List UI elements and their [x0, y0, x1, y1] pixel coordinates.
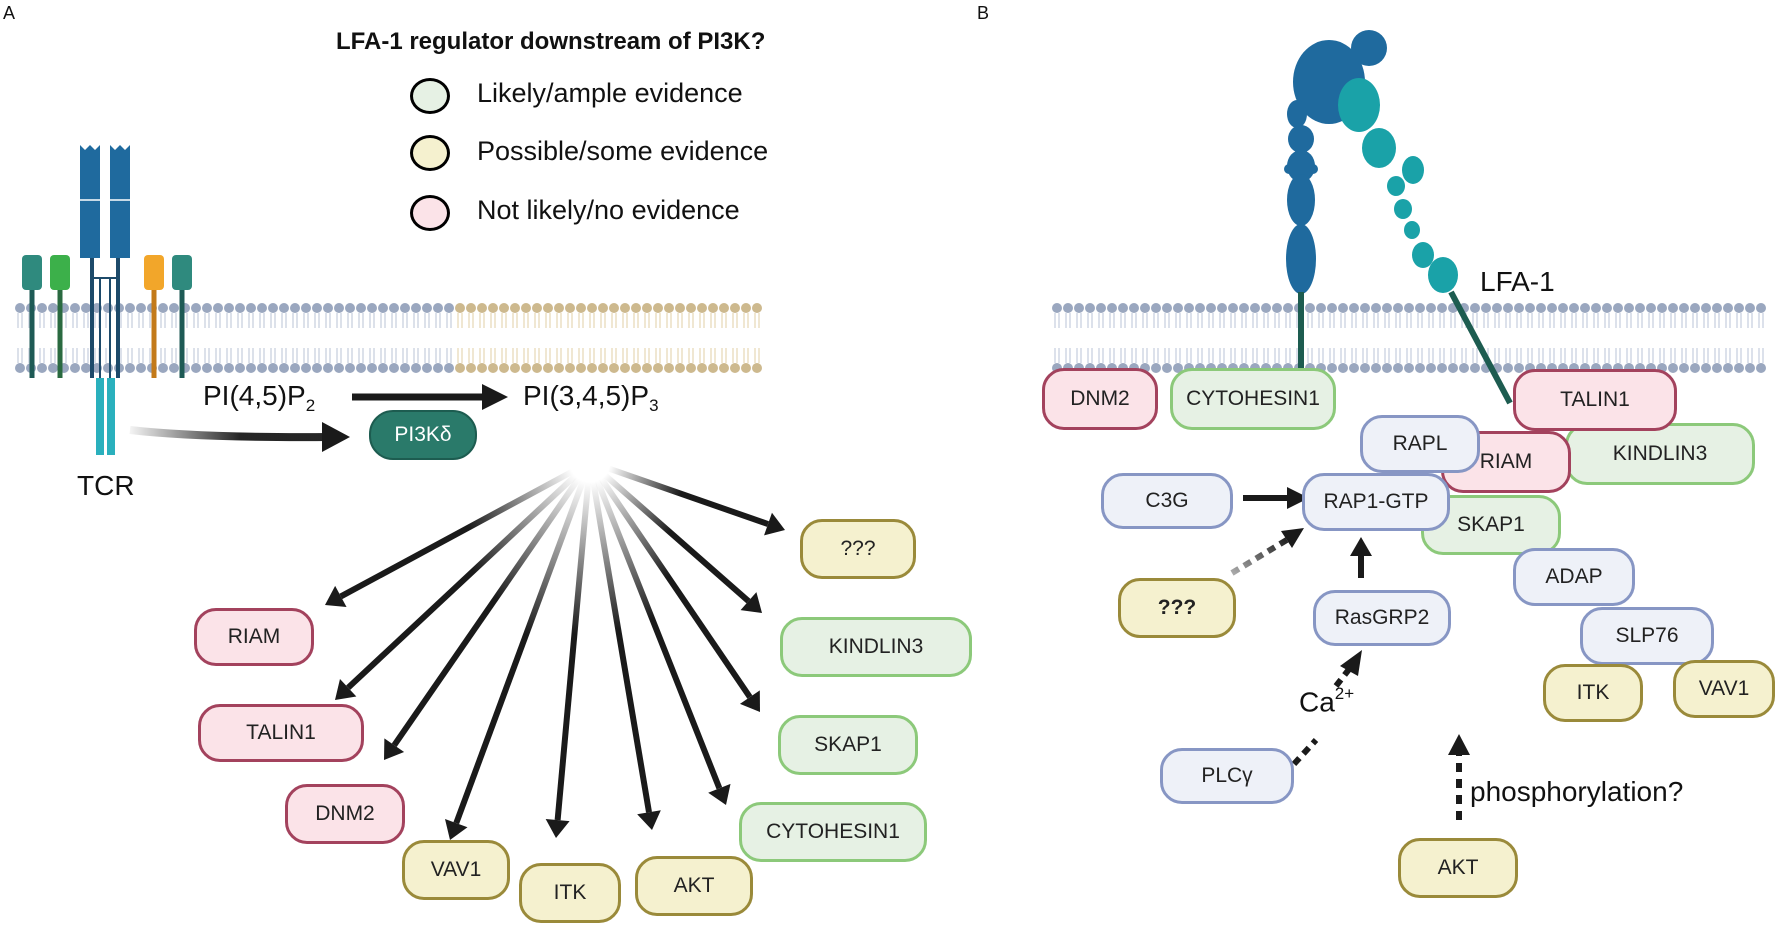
- node-cytohesin1: CYTOHESIN1: [1170, 368, 1336, 430]
- fan-arrowhead: [545, 818, 570, 838]
- node-c3g: C3G: [1101, 473, 1233, 529]
- plcg-to-calcium-arrow: [1291, 737, 1319, 767]
- fan-arrowhead: [335, 678, 357, 700]
- fan-arrow: [453, 479, 586, 825]
- node-vav1: VAV1: [1673, 660, 1775, 718]
- node-plcg: PLCγ: [1160, 748, 1294, 804]
- fan-arrow: [554, 481, 592, 821]
- target-cytohesin1: CYTOHESIN1: [739, 802, 927, 862]
- fan-arrowhead: [740, 592, 762, 613]
- calcium-to-rasgrp2-arrowhead: [1340, 650, 1362, 676]
- lfa1-icon: [1284, 30, 1513, 405]
- phosphorylation-label: phosphorylation?: [1470, 776, 1684, 807]
- legend-likely-swatch: [410, 78, 450, 114]
- pip2-base: PI(4,5)P: [203, 380, 306, 411]
- membrane-b: [1052, 303, 1766, 373]
- target-itk: ITK: [519, 863, 621, 923]
- fan-arrow: [346, 473, 578, 690]
- target-unknown: ???: [800, 519, 916, 579]
- fan-arrow: [607, 465, 769, 527]
- membrane-a: [15, 303, 762, 373]
- node-rap1-gtp: RAP1-GTP: [1302, 473, 1450, 531]
- node-akt: AKT: [1398, 838, 1518, 898]
- pip2-subscript: 2: [305, 396, 316, 415]
- target-dnm2: DNM2: [285, 784, 405, 844]
- node-slp76: SLP76: [1580, 607, 1714, 665]
- fan-arrow: [339, 468, 574, 600]
- legend-notlikely-swatch: [410, 195, 450, 231]
- target-vav1: VAV1: [402, 840, 510, 900]
- target-akt: AKT: [635, 856, 753, 916]
- unknown-to-rap1-arrowhead: [1281, 528, 1304, 548]
- tcr-to-pi3k-arrowhead: [322, 422, 350, 452]
- fan-arrowhead: [764, 512, 785, 536]
- fan-arrow: [603, 472, 751, 604]
- fan-arrowhead: [739, 690, 760, 712]
- tcr-complex-icon: [22, 145, 192, 455]
- pip3-base: PI(3,4,5)P: [523, 380, 650, 411]
- tcr-label: TCR: [77, 470, 135, 501]
- legend-possible-label: Possible/some evidence: [477, 136, 769, 166]
- fan-arrowhead: [708, 783, 731, 805]
- legend-possible-swatch: [410, 135, 450, 171]
- pip3-label: PI(3,4,5)P3: [523, 380, 659, 415]
- pi3k-delta-node: PI3Kδ: [369, 410, 477, 460]
- pip2-label: PI(4,5)P2: [203, 380, 316, 415]
- fan-arrow: [391, 476, 582, 747]
- fan-arrow: [598, 476, 753, 699]
- node-adap: ADAP: [1513, 548, 1635, 606]
- pip3-fan-arrows: [325, 465, 785, 840]
- target-kindlin3: KINDLIN3: [780, 617, 972, 677]
- fan-arrowhead: [444, 818, 468, 840]
- node-kindlin3: KINDLIN3: [1565, 423, 1755, 485]
- legend-notlikely-label: Not likely/no evidence: [477, 195, 740, 225]
- lfa1-label: LFA-1: [1480, 266, 1555, 297]
- fan-arrowhead: [637, 810, 661, 830]
- node-itk: ITK: [1543, 664, 1643, 722]
- node-unknown: ???: [1118, 578, 1236, 638]
- node-rasgrp2: RasGRP2: [1313, 590, 1451, 646]
- legend-likely-label: Likely/ample evidence: [477, 78, 743, 108]
- node-rapl: RAPL: [1360, 415, 1480, 473]
- node-talin1: TALIN1: [1513, 369, 1677, 431]
- akt-phosphorylation-arrowhead: [1448, 734, 1470, 755]
- fan-arrow: [594, 479, 723, 790]
- fan-arrowhead: [325, 585, 347, 608]
- unknown-to-rap1-arrow: [1230, 535, 1292, 576]
- c3g-to-rap1-arrowhead: [1287, 487, 1309, 509]
- panel-a-letter: A: [3, 3, 16, 23]
- panel-b-letter: B: [977, 3, 990, 23]
- legend-title: LFA-1 regulator downstream of PI3K?: [336, 28, 766, 55]
- tcr-to-pi3k-arrow: [129, 426, 331, 442]
- pip2-to-pip3-arrowhead: [482, 384, 508, 410]
- node-dnm2: DNM2: [1042, 368, 1158, 430]
- target-talin1: TALIN1: [198, 704, 364, 762]
- calcium-charge: 2+: [1334, 684, 1355, 703]
- calcium-to-rasgrp2-arrow: [1333, 666, 1353, 688]
- calcium-label: Ca2+: [1299, 684, 1355, 718]
- calcium-base: Ca: [1299, 686, 1335, 718]
- fan-arrow: [590, 481, 652, 813]
- pip3-subscript: 3: [649, 396, 659, 415]
- rasgrp2-to-rap1-arrowhead: [1350, 537, 1372, 556]
- target-skap1: SKAP1: [778, 715, 918, 775]
- fan-arrowhead: [384, 738, 405, 760]
- target-riam: RIAM: [194, 608, 314, 666]
